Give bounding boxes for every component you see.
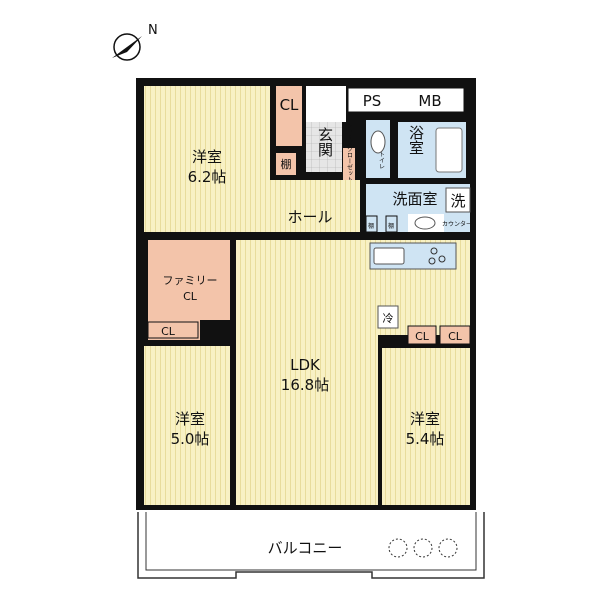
western-room-2-size: 5.0帖 (171, 430, 210, 448)
western-room-3-size: 5.4帖 (406, 430, 445, 448)
closet-top-label: CL (280, 96, 299, 114)
closet-west-label: CL (161, 325, 176, 338)
western-room-1-name: 洋室 (192, 148, 222, 166)
fridge-space (377, 305, 399, 329)
counter-label: カウンター (442, 220, 472, 228)
hall-label: ホール (287, 208, 332, 226)
shelf-wash-1 (365, 215, 378, 233)
entrance-label: 玄関 (316, 127, 334, 158)
western-room-3-name: 洋室 (410, 410, 440, 428)
entrance (306, 122, 342, 172)
shelf-wash-2-label: 棚 (388, 222, 394, 230)
shelf-wash-1-label: 棚 (368, 222, 374, 230)
plant-icons (388, 538, 458, 558)
western-room-3 (382, 348, 470, 505)
closet-east-1-label: CL (415, 330, 430, 343)
family-closet-label-1: ファミリー (163, 274, 218, 287)
toilet-label: トイレ (378, 151, 385, 169)
washer-label: 洗 (450, 192, 465, 210)
shoe-closet (343, 148, 355, 182)
closet-top (276, 86, 302, 146)
wash-basin-counter (408, 214, 444, 232)
toilet-icon (370, 130, 386, 154)
balcony-label: バルコニー (268, 539, 343, 557)
ps-label: PS (363, 92, 382, 110)
family-closet (148, 240, 230, 340)
compass-icon: N (112, 23, 158, 61)
kitchen-sink-icon (373, 247, 405, 265)
ldk-room (236, 240, 470, 505)
closet-east-1 (407, 325, 437, 345)
fridge-label: 冷 (383, 312, 394, 325)
sink-icon (414, 216, 436, 230)
entrance-door-area (306, 86, 346, 122)
ldk-name: LDK (290, 356, 321, 374)
western-room-1-size: 6.2帖 (188, 168, 227, 186)
shelf-hall-label: 棚 (281, 157, 292, 171)
balcony (137, 512, 485, 579)
washer-space (445, 187, 471, 213)
family-closet-label-2: CL (183, 290, 198, 303)
hall (262, 180, 360, 232)
shelf-wash-2 (385, 215, 398, 233)
shelf-hall (276, 153, 296, 175)
ps-mb-box (347, 87, 465, 113)
bathroom-label: 浴室 (407, 125, 425, 155)
stove-icon (428, 247, 446, 265)
compass-north-label: N (148, 23, 158, 38)
washroom-label: 洗面室 (392, 190, 437, 208)
western-room-2-name: 洋室 (175, 410, 205, 428)
balcony-rail (145, 512, 477, 571)
closet-west (147, 321, 199, 339)
shoe-closet-label: シューズクローゼット (346, 122, 353, 182)
mb-label: MB (418, 92, 441, 110)
western-room-2 (144, 346, 230, 505)
closet-east-2-label: CL (448, 330, 463, 343)
closet-east-2 (439, 325, 471, 345)
ldk-size: 16.8帖 (281, 376, 329, 394)
bathtub-icon (435, 127, 463, 173)
western-room-1 (144, 86, 270, 232)
